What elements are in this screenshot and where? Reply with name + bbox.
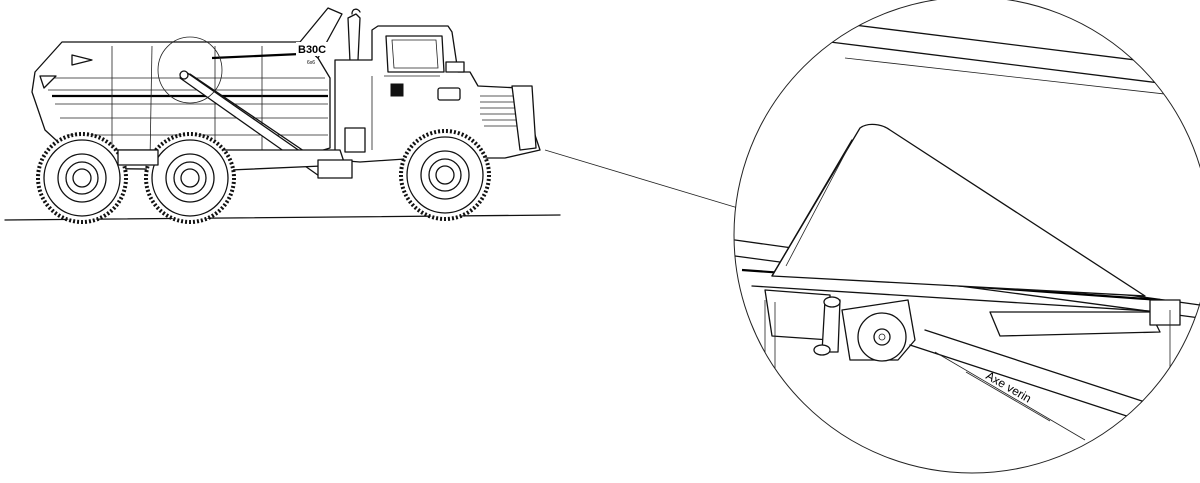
cylinder-mount	[813, 296, 916, 362]
side-mirror	[445, 61, 465, 73]
model-badge: B30C 6x6	[296, 42, 331, 66]
cab-emblem	[390, 83, 404, 97]
model-label: B30C	[298, 44, 326, 56]
rear-wheel-1	[36, 132, 128, 224]
articulation-joint	[317, 159, 353, 179]
front-wheel	[399, 129, 491, 221]
magnified-detail: Axe verin	[733, 0, 1200, 474]
headlight	[437, 87, 461, 101]
detail-marker-circle	[157, 36, 223, 104]
exhaust-stack	[347, 13, 361, 63]
articulated-dump-truck: B30C 6x6	[31, 7, 541, 224]
leader-line	[544, 149, 739, 209]
cab-window	[385, 35, 445, 73]
model-sub-label: 6x6	[307, 60, 315, 66]
rear-wheel-2	[144, 132, 236, 224]
bogie-link	[117, 149, 159, 166]
pivot-pin	[873, 328, 891, 346]
cylinder-axis-line	[934, 351, 1086, 441]
rear-bracket	[989, 311, 1161, 337]
tractor-unit	[334, 25, 541, 163]
front-bumper	[511, 85, 537, 151]
gusset-plate	[771, 123, 1146, 297]
